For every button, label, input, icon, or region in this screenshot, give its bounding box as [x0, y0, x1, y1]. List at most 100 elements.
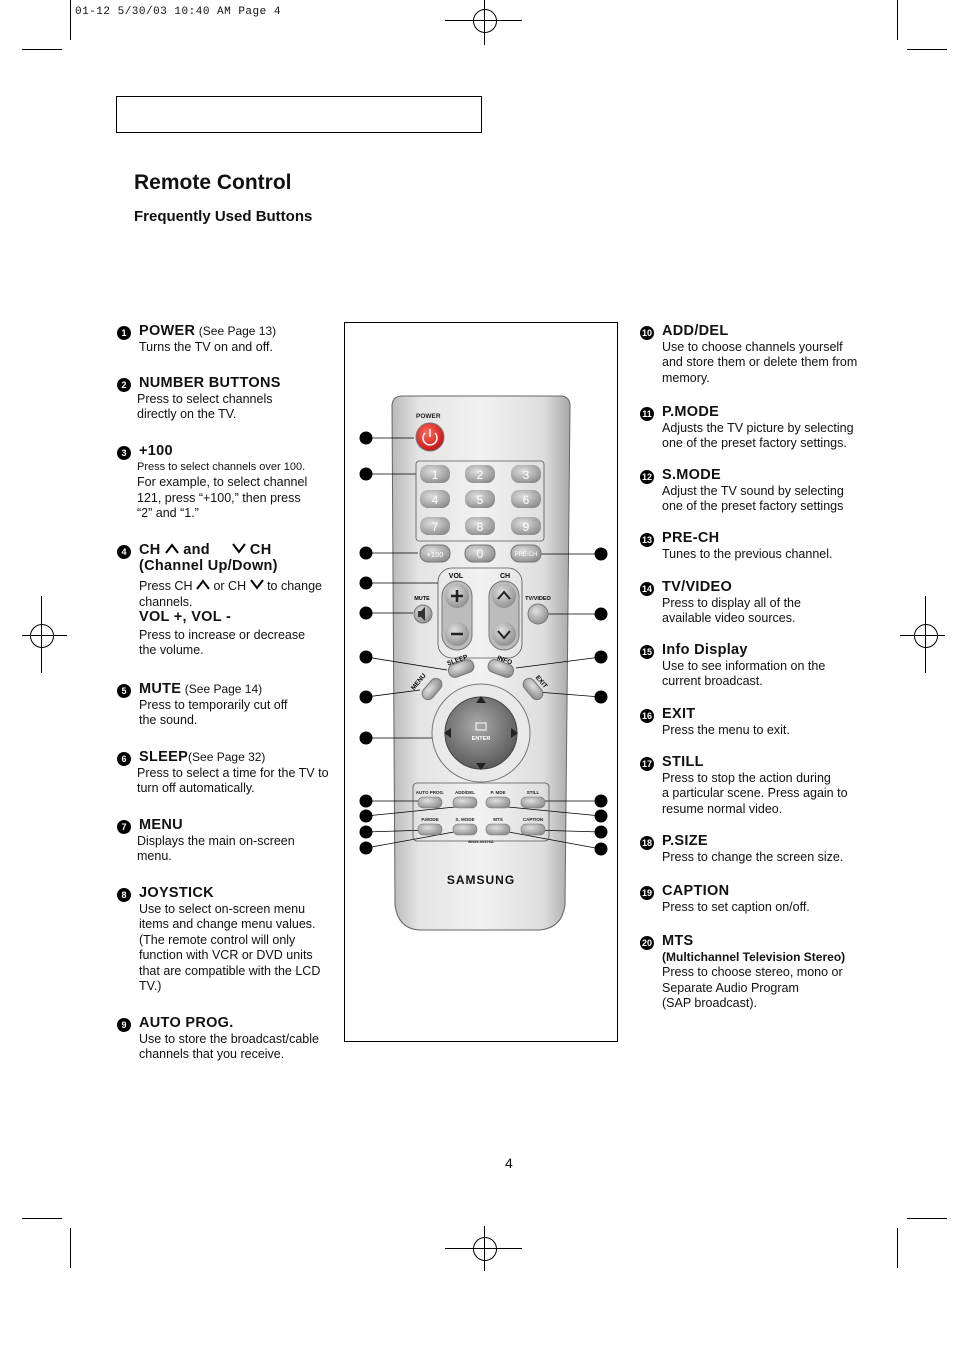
crop-mark: [900, 635, 945, 636]
digit-6: 6: [523, 493, 530, 507]
print-header: 01-12 5/30/03 10:40 AM Page 4: [75, 6, 281, 18]
item-number: 5: [117, 684, 131, 698]
item-note: (See Page 13): [198, 324, 277, 338]
power-label: POWER: [416, 413, 441, 420]
tvvideo-label: TV/VIDEO: [525, 596, 551, 602]
item-p-mode: 11 P.MODE Adjusts the TV picture by sele…: [640, 404, 854, 452]
page-subtitle: Frequently Used Buttons: [134, 208, 313, 225]
item-number: 1: [117, 326, 131, 340]
item-desc-c: to change: [267, 579, 322, 593]
chevron-down-icon: [497, 630, 511, 640]
item-info-display: 15 Info Display Use to see information o…: [640, 642, 825, 690]
item-auto-prog: 9 AUTO PROG. Use to store the broadcast/…: [117, 1015, 319, 1063]
item-mts: 20 MTS (Multichannel Television Stereo) …: [640, 933, 846, 1012]
menu-button: [421, 677, 443, 701]
item-desc-b: or CH: [213, 579, 247, 593]
item-number: 6: [117, 752, 131, 766]
prech-label: PRE-CH: [514, 552, 537, 558]
item-desc: Tunes to the previous channel.: [662, 546, 833, 561]
digit-2: 2: [477, 468, 484, 482]
item-desc: Press to stop the action during a partic…: [662, 770, 848, 816]
tvvideo-button: [527, 603, 549, 625]
mute-icon: [418, 607, 425, 621]
item-desc: Press to set caption on/off.: [662, 899, 810, 914]
item-heading: P.MODE: [662, 404, 720, 420]
item-mute: 5 MUTE (See Page 14) Press to temporaril…: [117, 681, 288, 729]
item-note: (See Page 14): [184, 682, 263, 696]
item-desc: Press the menu to exit.: [662, 722, 790, 737]
still-button: [520, 796, 546, 809]
crop-mark: [22, 635, 67, 636]
enter-icon: [475, 722, 487, 731]
item-heading-3: VOL +, VOL -: [139, 609, 232, 625]
page-title: Remote Control: [134, 171, 292, 194]
item-menu: 7 MENU Displays the main on-screen menu.: [117, 817, 295, 865]
page-number: 4: [505, 1155, 513, 1171]
brand-logo: SAMSUNG: [447, 873, 515, 887]
crop-mark: [907, 1218, 947, 1219]
vol-label: VOL: [449, 573, 464, 580]
plus100-label: +100: [427, 550, 444, 559]
item-desc: Press to select channels directly on the…: [137, 391, 273, 422]
chevron-down-icon: [231, 543, 246, 554]
number-pad: [415, 460, 545, 542]
info-button: [487, 659, 515, 678]
arrow-left-icon: [444, 728, 451, 738]
item-heading: CH: [139, 542, 161, 558]
auto-prog-button: [417, 796, 443, 809]
item-heading-end: CH: [249, 542, 272, 558]
p-size-label: P. MDE: [491, 790, 506, 795]
item-number: 17: [640, 757, 654, 771]
item-number: 12: [640, 470, 654, 484]
enter-label: ENTER: [472, 736, 491, 742]
info-label: INFO: [496, 655, 513, 667]
item-desc-2: channels.: [139, 594, 193, 609]
item-heading: JOYSTICK: [139, 885, 214, 901]
digit-1: 1: [432, 468, 439, 482]
item-exit: 16 EXIT Press the menu to exit.: [640, 706, 790, 738]
item-desc: Press to temporarily cut off the sound.: [139, 697, 288, 728]
item-number: 3: [117, 446, 131, 460]
add-del-label: ADD/DEL: [455, 790, 475, 795]
digit-8: 8: [477, 520, 484, 534]
joystick: [444, 696, 518, 770]
registration-mark: [473, 1237, 497, 1261]
zero-label: 0: [477, 547, 484, 561]
item-heading: NUMBER BUTTONS: [139, 375, 281, 391]
item-number: 14: [640, 582, 654, 596]
model-number: BN59-00376A: [468, 839, 494, 844]
item-subheading: (Multichannel Television Stereo): [662, 949, 846, 964]
item-heading: MTS: [662, 933, 694, 949]
item-heading-line: CH and CH: [139, 542, 322, 559]
item-number: 16: [640, 709, 654, 723]
item-power: 1 POWER (See Page 13) Turns the TV on an…: [117, 323, 277, 355]
arrow-up-icon: [476, 696, 486, 703]
s-mode-button: [452, 823, 478, 836]
still-label: STILL: [527, 790, 540, 795]
item-desc: Use to store the broadcast/cable channel…: [139, 1031, 319, 1062]
mute-label: MUTE: [414, 596, 430, 602]
p-size-button: [485, 796, 511, 809]
item-heading: ADD/DEL: [662, 323, 729, 339]
mts-button: [485, 823, 511, 836]
item-joystick: 8 JOYSTICK Use to select on-screen menu …: [117, 885, 321, 995]
item-desc: Use to select on-screen menu items and c…: [139, 901, 321, 994]
item-heading: EXIT: [662, 706, 696, 722]
crop-mark: [70, 0, 71, 40]
registration-mark: [914, 624, 938, 648]
item-heading: SLEEP: [139, 749, 189, 765]
item-heading: CAPTION: [662, 883, 730, 899]
crop-mark: [22, 49, 62, 50]
item-heading: PRE-CH: [662, 530, 720, 546]
sleep-button: [447, 659, 475, 678]
item-desc: Press to select a time for the TV to tur…: [137, 765, 329, 796]
registration-mark: [30, 624, 54, 648]
item-desc: Press to change the screen size.: [662, 849, 844, 864]
item-desc: Adjust the TV sound by selecting one of …: [662, 483, 844, 514]
mts-label: MTS: [493, 817, 503, 822]
plus100-button: [419, 544, 451, 563]
item-caption: 19 CAPTION Press to set caption on/off.: [640, 883, 810, 915]
vol-ch-panel: [437, 567, 523, 659]
item-number: 2: [117, 378, 131, 392]
item-heading: POWER: [139, 323, 196, 339]
